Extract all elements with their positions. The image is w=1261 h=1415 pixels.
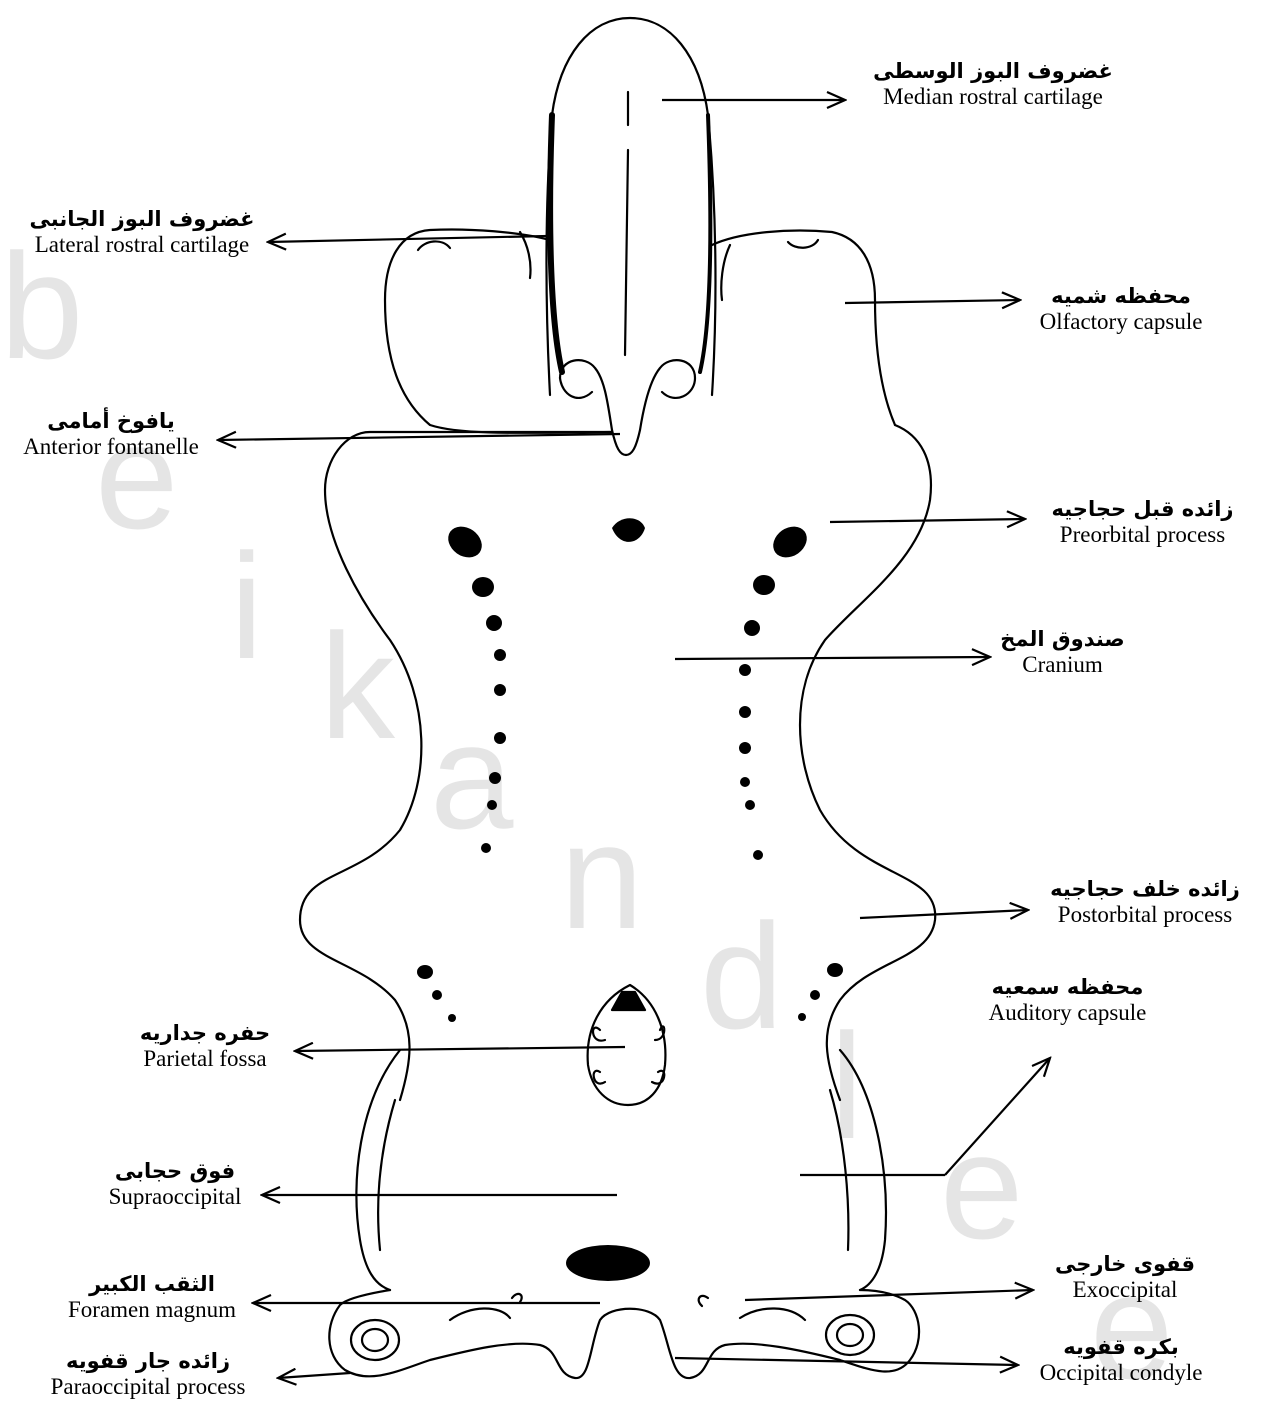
label-lateral-rostral-cartilage: غضروف البوز الجانبى Lateral rostral cart… (12, 208, 272, 257)
label-arabic: صندوق المخ (995, 628, 1130, 650)
rostral-shading-right (700, 115, 710, 372)
label-postorbital-process: زائده خلف حجاجيه Postorbital process (1035, 878, 1255, 927)
rostral-shading-left (550, 115, 562, 372)
label-english: Anterior fontanelle (4, 435, 218, 459)
right-occipital-condyle (826, 1315, 874, 1355)
label-english: Exoccipital (1050, 1278, 1200, 1302)
label-arabic: بكره قفويه (1022, 1336, 1220, 1358)
label-foramen-magnum: الثقب الكبير Foramen magnum (52, 1273, 252, 1322)
right-auditory-capsule (840, 1050, 886, 1290)
left-occipital-condyle (351, 1320, 399, 1360)
label-english: Preorbital process (1040, 523, 1245, 547)
label-cranium: صندوق المخ Cranium (995, 628, 1130, 677)
label-english: Parietal fossa (125, 1047, 285, 1071)
label-english: Foramen magnum (52, 1298, 252, 1322)
label-arabic: حفره جداريه (125, 1022, 285, 1044)
label-supraoccipital: فوق حجابى Supraoccipital (88, 1160, 262, 1209)
label-english: Postorbital process (1035, 903, 1255, 927)
label-olfactory-capsule: محفظه شميه Olfactory capsule (1022, 285, 1220, 334)
label-paraoccipital-process: زائده جار قفويه Paraoccipital process (28, 1350, 268, 1399)
median-rostral-cartilage (546, 18, 715, 395)
cranial-spots (417, 518, 843, 1281)
label-arabic: الثقب الكبير (52, 1273, 252, 1295)
label-arabic: محفظه شميه (1022, 285, 1220, 307)
label-occipital-condyle: بكره قفويه Occipital condyle (1022, 1336, 1220, 1385)
label-english: Supraoccipital (88, 1185, 262, 1209)
label-english: Paraoccipital process (28, 1375, 268, 1399)
label-arabic: قفوى خارجى (1050, 1253, 1200, 1275)
label-median-rostral-cartilage: غضروف البوز الوسطى Median rostral cartil… (862, 60, 1124, 109)
label-preorbital-process: زائده قبل حجاجيه Preorbital process (1040, 498, 1245, 547)
label-english: Olfactory capsule (1022, 310, 1220, 334)
left-olfactory-capsule (385, 229, 612, 432)
left-auditory-capsule (356, 1050, 400, 1290)
label-parietal-fossa: حفره جداريه Parietal fossa (125, 1022, 285, 1071)
label-english: Median rostral cartilage (862, 85, 1124, 109)
label-auditory-capsule: محفظه سمعيه Auditory capsule (965, 976, 1170, 1025)
label-arabic: يافوخ أمامى (4, 410, 218, 432)
label-anterior-fontanelle: يافوخ أمامى Anterior fontanelle (4, 410, 218, 459)
label-arabic: زائده خلف حجاجيه (1035, 878, 1255, 900)
label-english: Auditory capsule (965, 1001, 1170, 1025)
label-arabic: محفظه سمعيه (965, 976, 1170, 998)
label-arabic: غضروف البوز الوسطى (862, 60, 1124, 82)
rostral-median-line (625, 92, 628, 355)
rostral-tip (560, 360, 695, 455)
pointer-arrows (218, 100, 1050, 1378)
foramen-magnum (566, 1245, 650, 1281)
label-english: Occipital condyle (1022, 1361, 1220, 1385)
label-arabic: زائده قبل حجاجيه (1040, 498, 1245, 520)
label-exoccipital: قفوى خارجى Exoccipital (1050, 1253, 1200, 1302)
label-arabic: زائده جار قفويه (28, 1350, 268, 1372)
right-olfactory-capsule (712, 231, 895, 425)
label-arabic: غضروف البوز الجانبى (12, 208, 272, 230)
label-english: Lateral rostral cartilage (12, 233, 272, 257)
label-english: Cranium (995, 653, 1130, 677)
label-arabic: فوق حجابى (88, 1160, 262, 1182)
